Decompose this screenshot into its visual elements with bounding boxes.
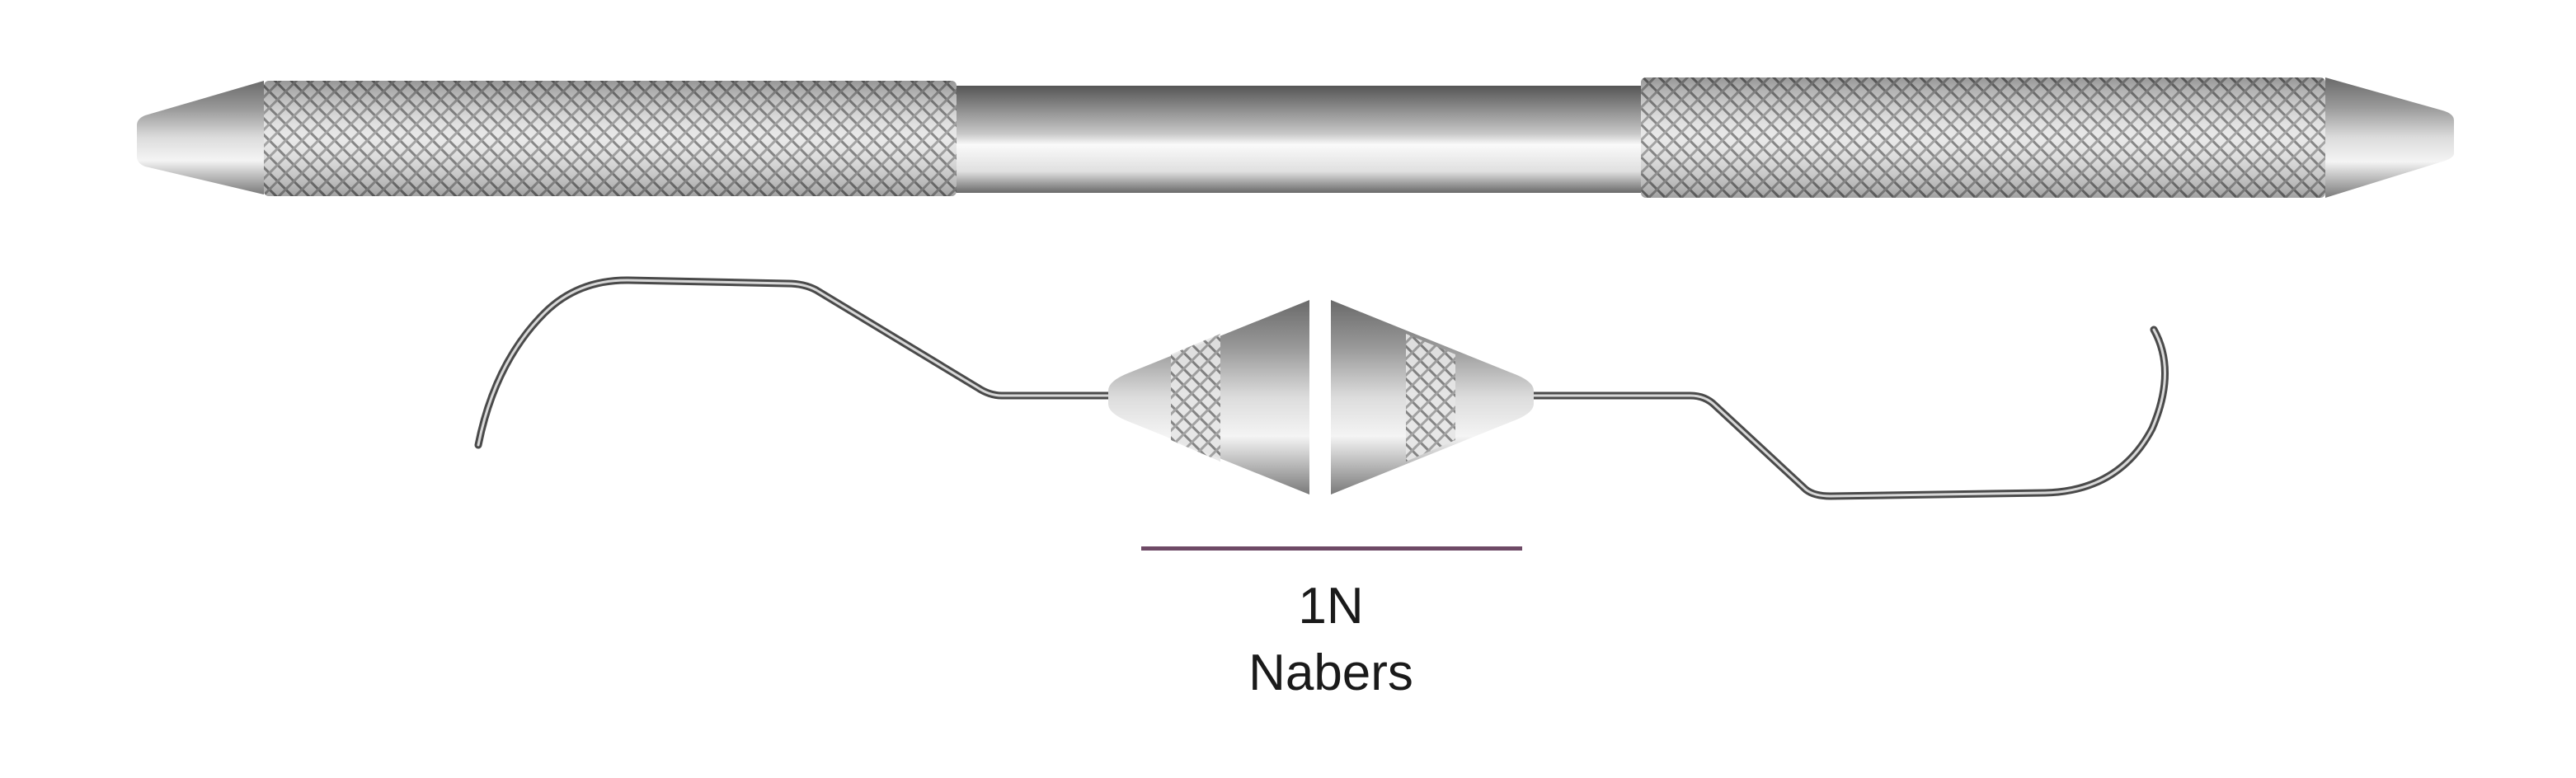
working-end-left-shank: [474, 276, 1113, 449]
divider-rule: [1141, 546, 1522, 551]
handle-right-grip: [1641, 77, 2325, 198]
working-end-left: [474, 276, 1309, 494]
product-code: 1N: [1298, 578, 1364, 635]
handle: [137, 77, 2454, 198]
working-end-right-shank: [1528, 326, 2169, 500]
handle-left-grip: [264, 81, 957, 196]
product-name: Nabers: [1248, 644, 1413, 701]
handle-left-tip: [137, 81, 264, 194]
handle-center-shaft: [952, 86, 1645, 193]
handle-right-tip: [2325, 77, 2454, 198]
working-end-right: [1331, 300, 2169, 500]
